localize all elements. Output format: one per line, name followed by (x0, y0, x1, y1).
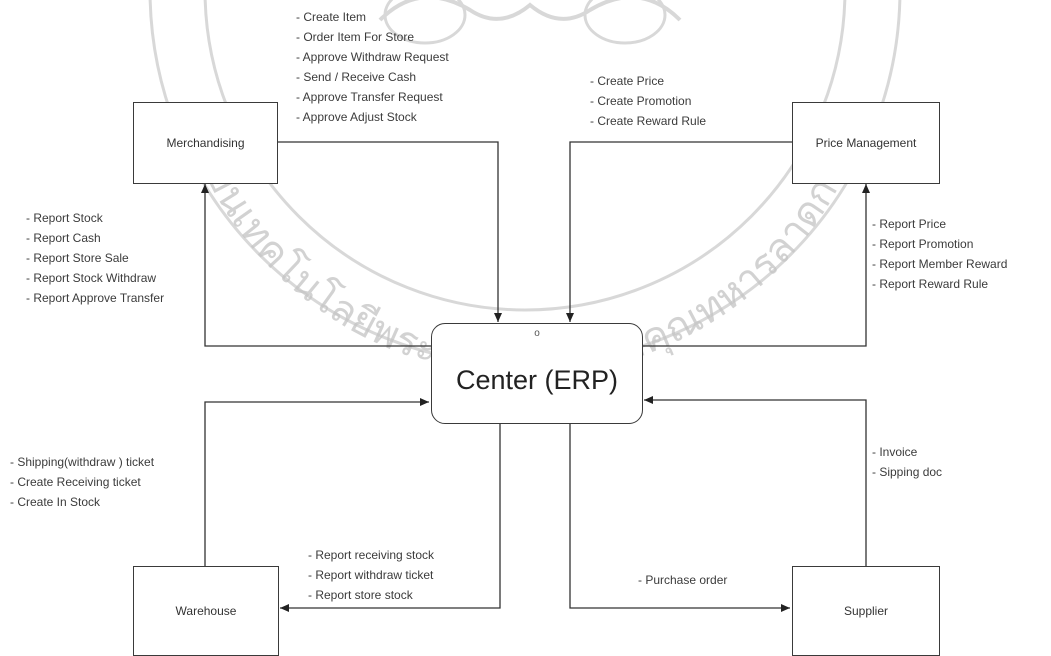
warehouse-to-center-label-list: - Shipping(withdraw ) ticket - Create Re… (10, 452, 154, 512)
merchandising-to-center-label-list: - Create Item - Order Item For Store - A… (296, 7, 449, 127)
edge-label-line: - Approve Transfer Request (296, 90, 443, 104)
center-to-merchandising-label-list: - Report Stock - Report Cash - Report St… (26, 208, 164, 308)
edge-label-line: - Report Member Reward (872, 257, 1008, 271)
center-erp-label: Center (ERP) (455, 365, 619, 395)
center-port-label: o (534, 328, 540, 339)
edge-label-line: - Create In Stock (10, 495, 101, 509)
warehouse-label: Warehouse (175, 604, 237, 618)
edge-label-line: - Report Store Sale (26, 251, 129, 265)
edge-warehouse-to-center (204, 398, 429, 566)
edge-label-line: - Report store stock (308, 588, 413, 602)
center-erp-node: o Center (ERP) (431, 323, 643, 424)
edge-label-line: - Create Receiving ticket (10, 475, 141, 489)
edge-center-to-price (642, 184, 870, 347)
edge-label-line: - Sipping doc (872, 465, 943, 479)
price-management-label: Price Management (815, 136, 917, 150)
edge-label-line: - Approve Withdraw Request (296, 50, 449, 64)
edge-label-line: - Report receiving stock (308, 548, 435, 562)
merchandising-node: Merchandising (133, 102, 278, 184)
supplier-label: Supplier (843, 604, 889, 618)
price-to-center-label-list: - Create Price - Create Promotion - Crea… (590, 71, 706, 131)
edge-label-line: - Report Stock Withdraw (26, 271, 157, 285)
edge-supplier-to-center (644, 396, 867, 566)
edge-label-line: - Report Promotion (872, 237, 974, 251)
edge-label-line: - Report withdraw ticket (308, 568, 434, 582)
center-to-warehouse-label-list: - Report receiving stock - Report withdr… (308, 545, 434, 605)
center-to-supplier-label-list: - Purchase order (638, 570, 727, 590)
edge-label-line: - Report Stock (26, 211, 103, 225)
center-to-price-label-list: - Report Price - Report Promotion - Repo… (872, 214, 1007, 294)
edge-label-line: - Order Item For Store (296, 30, 415, 44)
edge-label-line: - Report Price (872, 217, 947, 231)
warehouse-node: Warehouse (133, 566, 279, 656)
edge-price-to-center (566, 141, 792, 322)
edge-label-line: - Create Reward Rule (590, 114, 707, 128)
edge-label-line: - Report Reward Rule (872, 277, 989, 291)
edge-center-to-warehouse (280, 424, 501, 612)
edge-label-line: - Create Promotion (590, 94, 692, 108)
edge-label-line: - Invoice (872, 445, 918, 459)
merchandising-label: Merchandising (166, 136, 245, 150)
edge-label-line: - Purchase order (638, 573, 728, 587)
supplier-node: Supplier (792, 566, 940, 656)
edge-label-line: - Report Approve Transfer (26, 291, 165, 305)
edge-center-to-merchandising (201, 184, 431, 347)
price-management-node: Price Management (792, 102, 940, 184)
edge-merchandising-to-center (278, 141, 502, 322)
edge-label-line: - Send / Receive Cash (296, 70, 417, 84)
edge-label-line: - Create Item (296, 10, 367, 24)
edge-label-line: - Approve Adjust Stock (296, 110, 417, 124)
edge-label-line: - Shipping(withdraw ) ticket (10, 455, 155, 469)
edge-label-line: - Report Cash (26, 231, 101, 245)
edge-center-to-supplier (569, 424, 790, 612)
edge-label-line: - Create Price (590, 74, 665, 88)
supplier-to-center-label-list: - Invoice - Sipping doc (872, 442, 942, 482)
